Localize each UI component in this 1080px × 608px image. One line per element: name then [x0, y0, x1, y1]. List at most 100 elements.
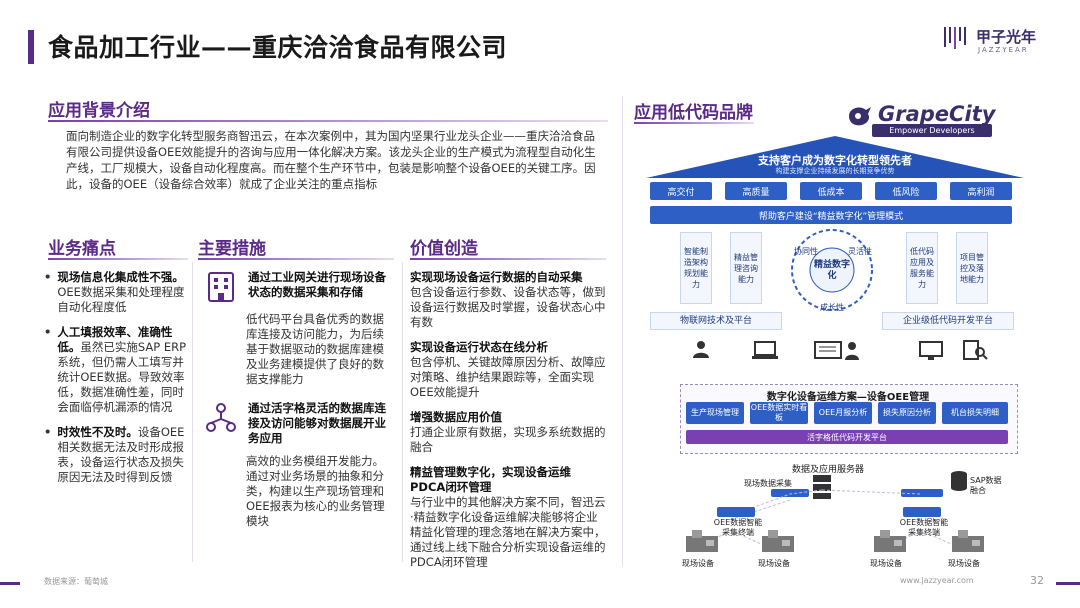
measure-head: 通过活字格灵活的数据库连接及访问能够对数据展开业务应用 [248, 401, 386, 445]
pillar-cell: 低风险 [875, 182, 937, 200]
pillar-cell: 高质量 [725, 182, 787, 200]
terminal-icon [717, 507, 755, 517]
footer-source: 数据来源：葡萄城 [44, 577, 108, 586]
column-divider [192, 262, 193, 562]
measure-body: 高效的业务模组开发能力。通过对业务场景的抽象和分类，构建以生产现场管理和OEE报… [246, 454, 385, 528]
solution-module: 机台损失明细 [942, 402, 1008, 424]
value-head: 精益管理数字化，实现设备运维PDCA闭环管理 [410, 465, 571, 494]
sap-label: SAP数据融合 [970, 476, 1002, 495]
pain-item-bold: 现场信息化集成性不强。 [57, 270, 184, 284]
pain-item: • 时效性不及时。设备OEE相关数据无法及时形成报表，设备运行状态及损失原因无法… [44, 425, 185, 484]
roof-shape [646, 136, 1024, 178]
measure-head: 通过工业网关进行现场设备状态的数据采集和存储 [248, 270, 386, 299]
value-body: 包含停机、关键故障原因分析、故障应对策略、维护结果跟踪等，全面实现OEE效能提升 [410, 355, 606, 399]
user-icon [693, 341, 709, 358]
value-list: 实现现场设备运行数据的自动采集 包含设备运行参数、设备状态等，做到设备运行数据及… [410, 270, 606, 580]
background-heading: 应用背景介绍 [48, 101, 150, 121]
device-label: 现场设备 [870, 559, 902, 568]
column-divider [402, 262, 403, 562]
pain-list: • 现场信息化集成性不强。OEE数据采集和处理程度自动化程度低 • 人工填报效率… [44, 270, 190, 495]
server-icon [813, 475, 831, 499]
value-item: 精益管理数字化，实现设备运维PDCA闭环管理 与行业中的其他解决方案不同，智迅云… [410, 465, 606, 570]
right-capability: 低代码应用及服务能力 [906, 232, 938, 304]
value-item: 实现现场设备运行数据的自动采集 包含设备运行参数、设备状态等，做到设备运行数据及… [410, 270, 606, 330]
database-icon [951, 471, 967, 491]
background-underline [48, 120, 608, 122]
footer-accent-right [1056, 582, 1080, 585]
network-icon [206, 403, 236, 432]
document-search-icon [963, 340, 988, 360]
footer-url: www.jazzyear.com [900, 576, 974, 585]
jazzyear-logo-icon [944, 27, 966, 49]
mode-bar: 帮助客户建设“精益数字化”管理模式 [650, 206, 1012, 224]
pain-underline [48, 258, 188, 260]
monitor-icon [919, 341, 943, 360]
page-title: 食品加工行业——重庆洽洽食品有限公司 [48, 33, 508, 62]
machine-icon [874, 530, 906, 552]
measures-list: 通过工业网关进行现场设备状态的数据采集和存储 低代码平台具备优秀的数据库连接及访… [204, 270, 394, 529]
lean-digital-circle [791, 229, 873, 311]
solution-module: 损失原因分析 [878, 402, 936, 424]
pain-heading: 业务痛点 [48, 239, 116, 259]
pillar-cell: 高交付 [650, 182, 712, 200]
measures-heading: 主要措施 [198, 239, 266, 259]
brand-heading: 应用低代码品牌 [634, 103, 753, 123]
grapecity-logo-icon [849, 107, 871, 126]
value-heading: 价值创造 [410, 239, 478, 259]
value-underline [410, 258, 606, 260]
dashboard-user-icon [814, 341, 859, 360]
roof-title: 支持客户成为数字化转型领先者 [758, 154, 912, 167]
circle-label: 灵活性 [848, 247, 872, 256]
solution-module: OEE数据实时看板 [750, 402, 808, 424]
logo-text: 甲子光年 [976, 28, 1037, 46]
machine-icon [686, 530, 718, 552]
footer-accent-left [0, 582, 20, 585]
pillar-cell: 高利润 [950, 182, 1012, 200]
grapecity-logo-text: GrapeCity [878, 102, 996, 126]
terminal-left-label: OEE数据智能采集终端 [713, 518, 763, 537]
value-item: 增强数据应用价值 打通企业原有数据，实现多系统数据的融合 [410, 410, 606, 455]
laptop-icon [752, 341, 778, 359]
value-head: 实现设备运行状态在线分析 [410, 340, 548, 354]
pain-item-text: 设备OEE相关数据无法及时形成报表，设备运行状态及损失原因无法及时得到反馈 [57, 425, 185, 484]
pain-item: • 现场信息化集成性不强。OEE数据采集和处理程度自动化程度低 [44, 270, 185, 314]
circle-label: 协同性 [794, 247, 818, 256]
solution-platform: 活字格低代码开发平台 [686, 430, 1008, 444]
left-capability: 智能制造架构规划能力 [680, 232, 712, 304]
measures-underline [198, 258, 394, 260]
terminal-right-label: OEE数据智能采集终端 [899, 518, 949, 537]
device-label: 现场设备 [758, 559, 790, 568]
device-label: 现场设备 [682, 559, 714, 568]
circle-center-label: 精益数字化 [813, 260, 850, 281]
solution-module: OEE月报分析 [814, 402, 872, 424]
base-right: 企业级低代码开发平台 [882, 312, 1014, 330]
gateway-icon [901, 489, 943, 497]
right-capability: 项目管控及落地能力 [956, 232, 988, 304]
base-left: 物联网技术及平台 [650, 312, 782, 330]
gateway-icon [771, 489, 809, 497]
pain-item-text: 虽然已实施SAP ERP系统，但仍需人工填写并统计OEE数据。导致效率低，数据准… [57, 340, 187, 414]
roof-subtitle: 构建支撑企业持续发展的长期竞争优势 [775, 167, 895, 175]
solution-module: 生产现场管理 [686, 402, 744, 424]
value-body: 打通企业原有数据，实现多系统数据的融合 [410, 425, 606, 454]
machine-icon [762, 530, 794, 552]
pain-item: • 人工填报效率、准确性低。虽然已实施SAP ERP系统，但仍需人工填写并统计O… [44, 325, 187, 414]
pain-item-bold: 人工填报效率、准确性低。 [57, 325, 173, 354]
solution-title: 数字化设备运维方案—设备OEE管理 [766, 392, 930, 403]
grapecity-tagline: Empower Developers [872, 124, 992, 137]
measure-item: 通过活字格灵活的数据库连接及访问能够对数据展开业务应用 高效的业务模组开发能力。… [204, 401, 394, 529]
measure-body: 低代码平台具备优秀的数据库连接及访问能力，为后续基于数据驱动的数据库建模及业务建… [246, 312, 384, 386]
title-accent-bar [28, 30, 34, 64]
terminal-icon [903, 507, 941, 517]
building-icon [208, 272, 234, 302]
measure-item: 通过工业网关进行现场设备状态的数据采集和存储 低代码平台具备优秀的数据库连接及访… [204, 270, 394, 387]
machine-icon [952, 530, 984, 552]
circle-label: 成长性 [820, 303, 844, 312]
device-label: 现场设备 [948, 559, 980, 568]
pain-item-text: OEE数据采集和处理程度自动化程度低 [57, 285, 185, 314]
logo-subtitle: JAZZYEAR [978, 46, 1029, 54]
left-capability: 精益管理咨询能力 [730, 232, 762, 304]
pillar-cell: 低成本 [800, 182, 862, 200]
background-text: 面向制造企业的数字化转型服务商智迅云，在本次案例中，其为国内坚果行业龙头企业——… [66, 129, 596, 191]
page-number: 32 [1030, 574, 1044, 587]
